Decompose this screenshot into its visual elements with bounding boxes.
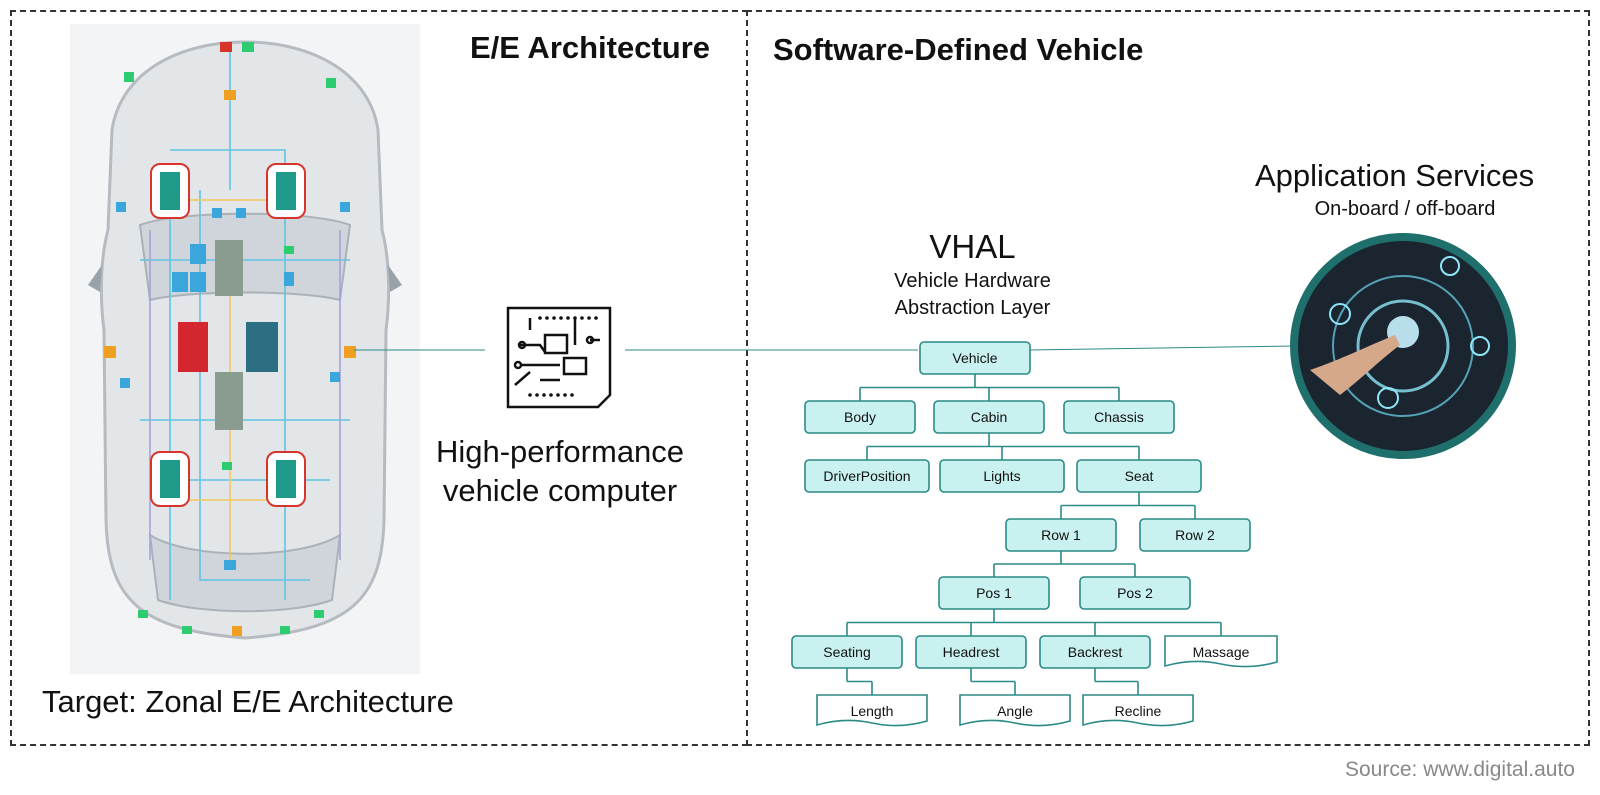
tree-node-label: Massage xyxy=(1193,644,1250,660)
tree-node-seat: Seat xyxy=(1076,459,1202,493)
target-caption: Target: Zonal E/E Architecture xyxy=(42,684,454,719)
tree-node-label: Chassis xyxy=(1094,409,1144,425)
tree-node-label: DriverPosition xyxy=(823,468,910,484)
tree-node-label: Lights xyxy=(983,468,1020,484)
tree-node-label: Row 1 xyxy=(1041,527,1081,543)
vhal-title: VHAL xyxy=(929,228,1016,265)
tree-node-seating: Seating xyxy=(791,635,903,669)
sdv-panel xyxy=(746,10,1590,746)
tree-node-label: Cabin xyxy=(971,409,1008,425)
tree-node-label: Recline xyxy=(1115,703,1162,719)
app-services-subtitle: On-board / off-board xyxy=(1314,198,1496,220)
tree-node-label: Length xyxy=(851,703,894,719)
ee-architecture-title: E/E Architecture xyxy=(470,30,711,65)
app-services-title: Application Services xyxy=(1255,158,1535,193)
zone-controllers xyxy=(150,163,306,507)
tree-node-driverposition: DriverPosition xyxy=(804,459,930,493)
tree-node-chassis: Chassis xyxy=(1063,400,1175,434)
car-body-icon xyxy=(88,40,402,640)
tree-node-body: Body xyxy=(804,400,916,434)
tree-node-cabin: Cabin xyxy=(933,400,1045,434)
tree-node-label: Pos 2 xyxy=(1117,585,1153,601)
tree-node-label: Seat xyxy=(1125,468,1154,484)
tree-node-label: Row 2 xyxy=(1175,527,1215,543)
circuit-pins xyxy=(528,316,598,397)
app-services-image xyxy=(1290,233,1516,459)
hpc-label: High-performance vehicle computer xyxy=(435,434,685,508)
tree-node-pos2: Pos 2 xyxy=(1079,576,1191,610)
tree-node-row1: Row 1 xyxy=(1005,518,1117,552)
circuit-board-icon xyxy=(506,306,612,409)
tree-node-angle: Angle xyxy=(959,694,1071,727)
sensor-markers xyxy=(104,42,356,636)
tree-node-label: Body xyxy=(844,409,876,425)
vhal-to-app-line xyxy=(1029,345,1296,351)
tree-node-label: Pos 1 xyxy=(976,585,1012,601)
sdv-title: Software-Defined Vehicle xyxy=(773,32,1144,67)
tree-node-massage: Massage xyxy=(1164,635,1278,668)
tree-node-label: Vehicle xyxy=(952,350,997,366)
tree-node-label: Backrest xyxy=(1068,644,1123,660)
tree-node-headrest: Headrest xyxy=(915,635,1027,669)
tree-node-backrest: Backrest xyxy=(1039,635,1151,669)
tree-node-label: Angle xyxy=(997,703,1033,719)
tree-node-lights: Lights xyxy=(939,459,1065,493)
vhal-subtitle: Vehicle Hardware Abstraction Layer xyxy=(894,270,1051,319)
tree-node-vehicle: Vehicle xyxy=(919,341,1031,375)
tree-node-pos1: Pos 1 xyxy=(938,576,1050,610)
tree-node-label: Seating xyxy=(823,644,870,660)
tree-node-recline: Recline xyxy=(1082,694,1194,727)
source-credit: Source: www.digital.auto xyxy=(1345,758,1575,781)
tree-node-label: Headrest xyxy=(943,644,1000,660)
tree-node-length: Length xyxy=(816,694,928,727)
central-ecus xyxy=(172,240,278,430)
tree-node-row2: Row 2 xyxy=(1139,518,1251,552)
